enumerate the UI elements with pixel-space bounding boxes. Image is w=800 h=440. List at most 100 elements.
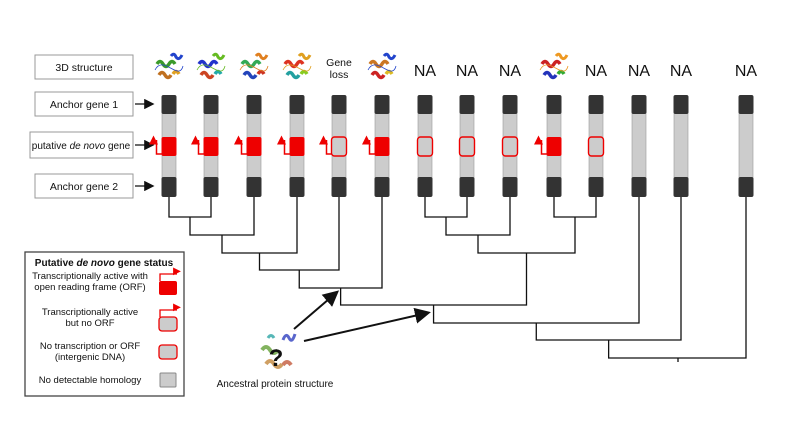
genome-column xyxy=(362,52,397,197)
arrow-icon xyxy=(303,307,431,342)
anchor-gene-1-block xyxy=(631,95,647,114)
genome-column: NA xyxy=(628,63,651,197)
legend-item-label: No transcription or ORF xyxy=(40,341,141,352)
non-coding-box xyxy=(330,136,348,157)
ancestral-protein: ? Ancestral protein structure xyxy=(217,290,431,390)
na-label: NA xyxy=(499,63,522,80)
row-label-putative-de-novo-gene: putative de novo gene xyxy=(29,131,155,159)
protein-structure-icon xyxy=(282,52,312,80)
genome-column xyxy=(149,52,184,197)
na-label: NA xyxy=(414,63,437,80)
anchor-gene-1-block xyxy=(331,95,347,114)
row-label-anchor-gene-1: Anchor gene 1 xyxy=(34,91,155,117)
legend-orf-swatch xyxy=(159,281,177,295)
gene-loss-label: loss xyxy=(330,69,349,81)
anchor-gene-1-block xyxy=(289,95,305,114)
anchor-gene-2-block xyxy=(246,177,262,197)
anchor-gene-1-block xyxy=(546,95,562,114)
anchor-gene-1-block xyxy=(738,95,754,114)
tree-branch xyxy=(432,197,640,324)
anchor-gene-1-block xyxy=(502,95,518,114)
na-label: NA xyxy=(628,63,651,80)
non-coding-box xyxy=(501,136,519,157)
genome-column xyxy=(534,52,569,197)
legend-item-label: open reading frame (ORF) xyxy=(34,282,145,293)
legend-item-label: but no ORF xyxy=(65,318,114,329)
legend: Putative de novo gene status Transcripti… xyxy=(24,251,185,397)
transcription-arrow-icon xyxy=(534,135,547,155)
orf-box xyxy=(246,137,262,156)
orf-box xyxy=(546,137,562,156)
row-label-anchor-gene-2: Anchor gene 2 xyxy=(34,173,155,199)
transcription-arrow-icon xyxy=(319,135,332,155)
legend-noncoding-swatch xyxy=(158,316,178,332)
transcription-arrow-icon xyxy=(149,135,162,155)
na-label: NA xyxy=(456,63,479,80)
non-coding-box xyxy=(416,136,434,157)
tree-branch xyxy=(189,197,255,236)
anchor-gene-1-block xyxy=(161,95,177,114)
svg-text:putative de novo gene: putative de novo gene xyxy=(32,141,131,152)
anchor-gene-2-block xyxy=(546,177,562,197)
anchor-gene-2-block xyxy=(631,177,647,197)
legend-item-label: Transcriptionally active xyxy=(42,307,138,318)
anchor-gene-1-block xyxy=(673,95,689,114)
genome-column xyxy=(191,52,226,197)
svg-text:Anchor gene 2: Anchor gene 2 xyxy=(50,181,118,193)
tree-branch xyxy=(221,197,298,254)
na-label: NA xyxy=(735,63,758,80)
legend-item: No detectable homology xyxy=(39,372,177,388)
genome-column: NA xyxy=(585,63,608,197)
tree-branch xyxy=(339,253,528,306)
legend-noncoding-swatch xyxy=(158,344,178,360)
genome-column: NA xyxy=(456,63,479,197)
legend-item: No transcription or ORF(intergenic DNA) xyxy=(40,341,178,363)
tree-branch xyxy=(168,197,212,218)
tree-branch xyxy=(445,197,511,236)
protein-structure-icon xyxy=(367,52,397,80)
non-coding-box xyxy=(587,136,605,157)
anchor-gene-1-block xyxy=(246,95,262,114)
genome-column: NA xyxy=(670,63,692,197)
transcription-arrow-icon xyxy=(159,303,181,317)
anchor-gene-2-block xyxy=(331,177,347,197)
anchor-gene-2-block xyxy=(374,177,390,197)
non-coding-box xyxy=(458,136,476,157)
protein-structure-icon xyxy=(239,52,269,80)
tree-branch xyxy=(535,197,682,341)
arrow-icon xyxy=(293,290,340,330)
gene-loss-label: Gene xyxy=(326,57,352,69)
orf-box xyxy=(374,137,390,156)
anchor-gene-2-block xyxy=(502,177,518,197)
na-label: NA xyxy=(585,63,608,80)
legend-item-label: (intergenic DNA) xyxy=(55,352,125,363)
legend-item-label: No detectable homology xyxy=(39,375,142,386)
anchor-gene-1-block xyxy=(203,95,219,114)
anchor-gene-1-block xyxy=(374,95,390,114)
tree-branch xyxy=(607,197,747,359)
anchor-gene-2-block xyxy=(588,177,604,197)
anchor-gene-2-block xyxy=(161,177,177,197)
genome-column: NA xyxy=(735,63,758,197)
protein-structure-icon xyxy=(154,52,184,80)
row-label-3d-structure: 3D structure xyxy=(34,54,134,80)
ancestral-protein-label: Ancestral protein structure xyxy=(217,379,334,390)
genome-column xyxy=(234,52,269,197)
ancestral-protein-structure-icon xyxy=(260,333,297,369)
question-mark: ? xyxy=(269,345,284,372)
tree-branch xyxy=(298,197,383,289)
transcription-arrow-icon xyxy=(277,135,290,155)
phylogenetic-tree xyxy=(168,197,747,362)
svg-text:3D structure: 3D structure xyxy=(55,62,112,74)
legend-item-label: Transcriptionally active with xyxy=(32,271,148,282)
anchor-gene-1-block xyxy=(588,95,604,114)
anchor-gene-2-block xyxy=(289,177,305,197)
anchor-gene-2-block xyxy=(459,177,475,197)
genome-column: NA xyxy=(414,63,437,197)
genome-column xyxy=(277,52,312,197)
orf-box xyxy=(203,137,219,156)
anchor-gene-1-block xyxy=(417,95,433,114)
